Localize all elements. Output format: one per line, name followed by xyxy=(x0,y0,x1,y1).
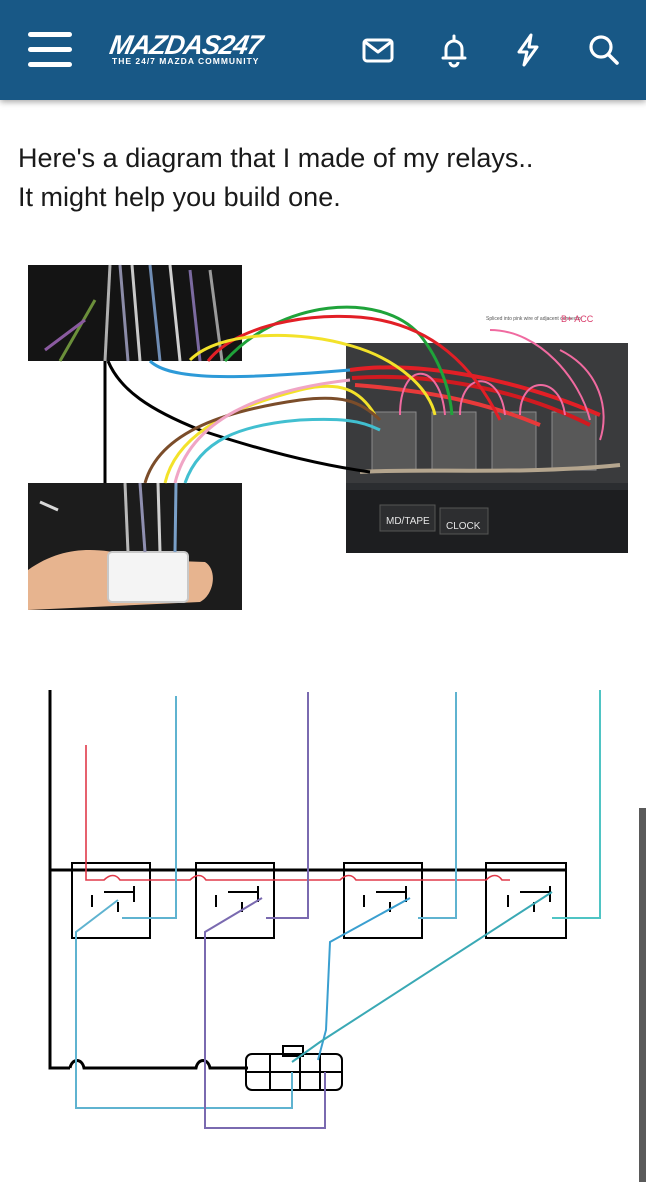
connector-wires xyxy=(39,482,178,553)
harness-wires-top xyxy=(44,264,224,362)
relay-photo-diagram-image[interactable]: MD/TAPE CLOCK Spliced into pink wire of … xyxy=(0,240,646,640)
clock-button xyxy=(439,507,489,535)
alerts-bell-icon[interactable] xyxy=(434,30,474,70)
whats-new-bolt-icon[interactable] xyxy=(508,30,548,70)
inbox-icon[interactable] xyxy=(358,30,398,70)
drawn-wires xyxy=(103,305,502,484)
post-line-1: Here's a diagram that I made of my relay… xyxy=(18,143,534,173)
page-scrollbar[interactable] xyxy=(639,808,646,1182)
md-tape-button xyxy=(379,504,436,532)
pink-wire-loops xyxy=(399,329,605,441)
menu-icon[interactable] xyxy=(28,30,74,70)
annotation-spliced-note: Spliced into pink wire of adjacent conne… xyxy=(486,316,583,322)
relay-wiring-schematic[interactable] xyxy=(0,670,646,1150)
post-line-2: It might help you build one. xyxy=(18,182,341,212)
search-icon[interactable] xyxy=(584,30,624,70)
post-message: Here's a diagram that I made of my relay… xyxy=(18,139,628,217)
logo-tagline: THE 24/7 MAZDA COMMUNITY xyxy=(112,56,260,66)
white-connector-plug xyxy=(107,551,189,603)
clock-label: CLOCK xyxy=(446,521,481,532)
top-navigation-bar: MAZDAS247 THE 24/7 MAZDA COMMUNITY xyxy=(0,0,646,100)
twisted-ground-bundle xyxy=(359,463,621,474)
annotation-b-acc: B+ ACC xyxy=(561,314,594,324)
schematic-lines xyxy=(48,690,601,1129)
site-logo[interactable]: MAZDAS247 THE 24/7 MAZDA COMMUNITY xyxy=(107,30,300,72)
md-tape-label: MD/TAPE xyxy=(386,516,430,527)
